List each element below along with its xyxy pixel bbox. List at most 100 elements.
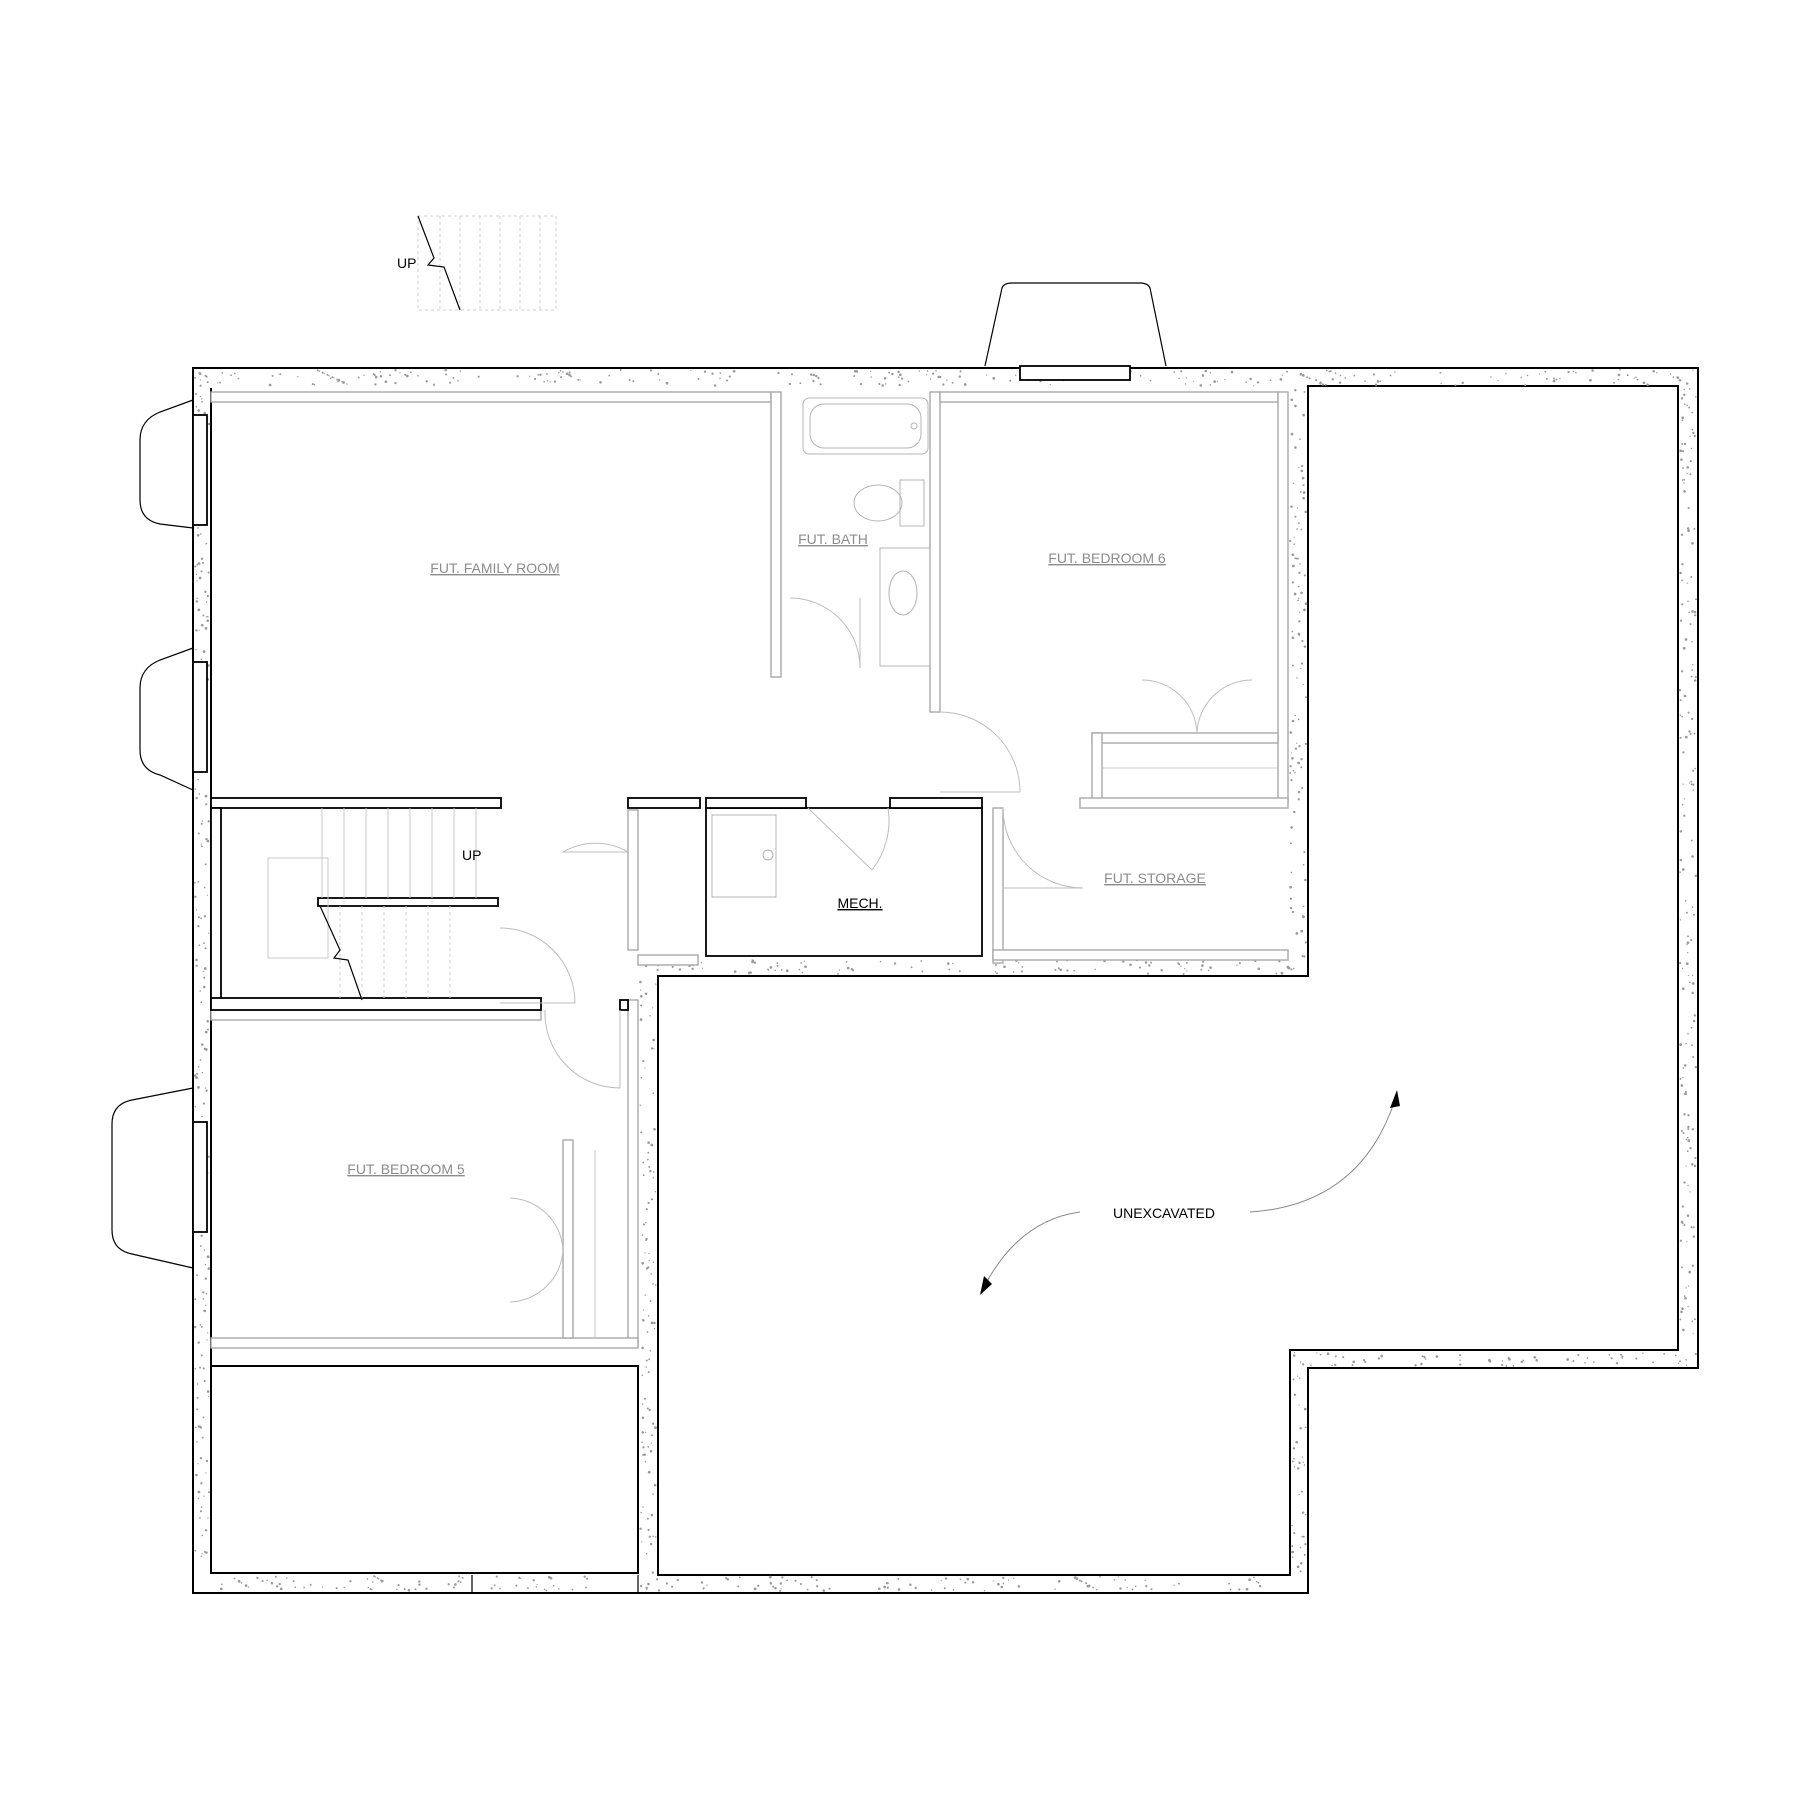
concrete-dot <box>639 1104 642 1106</box>
concrete-dot <box>1297 718 1300 721</box>
concrete-dot <box>647 1446 650 1448</box>
concrete-dot <box>645 1208 648 1211</box>
concrete-dot <box>1290 968 1293 971</box>
concrete-dot <box>1292 564 1295 568</box>
concrete-dot <box>641 1261 644 1265</box>
concrete-dot <box>1694 676 1697 679</box>
label-bedroom-5: FUT. BEDROOM 5 <box>347 1161 465 1177</box>
bed5-east-wall <box>627 999 639 1346</box>
concrete-dot <box>559 369 562 372</box>
concrete-dot <box>376 1577 379 1580</box>
concrete-dot <box>1681 715 1684 718</box>
concrete-dot <box>642 1174 645 1177</box>
concrete-dot <box>335 1587 338 1590</box>
concrete-dot <box>1575 371 1577 374</box>
closet-door-hall <box>561 842 629 853</box>
concrete-dot <box>1682 1076 1684 1079</box>
concrete-dot <box>1209 966 1212 969</box>
concrete-dot <box>810 1576 813 1579</box>
concrete-dot <box>648 1408 651 1412</box>
concrete-dot <box>650 1047 654 1050</box>
concrete-dot <box>1298 571 1301 574</box>
concrete-dot <box>1229 1588 1232 1591</box>
concrete-dot <box>1095 1588 1098 1591</box>
concrete-dot <box>910 966 913 969</box>
concrete-dot <box>926 370 929 372</box>
concrete-dot <box>1178 377 1180 380</box>
concrete-dot <box>1160 968 1163 972</box>
concrete-dot <box>816 1585 819 1588</box>
concrete-dot <box>897 370 900 374</box>
concrete-dot <box>201 400 203 403</box>
concrete-dot <box>346 383 348 385</box>
concrete-dot <box>1297 585 1300 588</box>
concrete-dot <box>1680 397 1684 400</box>
concrete-dot <box>1552 379 1556 383</box>
concrete-dot <box>515 1584 518 1587</box>
concrete-dot <box>1520 376 1522 379</box>
concrete-dot <box>198 944 201 946</box>
concrete-dot <box>318 370 321 372</box>
concrete-dot <box>828 1587 831 1590</box>
concrete-dot <box>1146 972 1150 975</box>
concrete-dot <box>1459 1354 1462 1357</box>
concrete-dot <box>1689 473 1692 476</box>
concrete-dot <box>1690 717 1694 721</box>
concrete-dot <box>201 1043 204 1046</box>
concrete-dot <box>1681 450 1685 453</box>
concrete-dot <box>647 1371 650 1374</box>
concrete-dot <box>1352 1360 1356 1364</box>
concrete-dot <box>1687 1184 1689 1187</box>
concrete-dot <box>659 379 661 381</box>
bathtub <box>802 397 929 455</box>
concrete-dot <box>1306 376 1309 379</box>
concrete-dot <box>373 1575 376 1578</box>
foundation-wall <box>192 367 1699 1594</box>
concrete-dot <box>1679 961 1682 965</box>
foundation-inner-west <box>210 388 639 1574</box>
concrete-dot <box>719 372 722 374</box>
concrete-dot <box>200 658 203 661</box>
concrete-dot <box>203 1495 205 1497</box>
concrete-dot <box>292 1580 295 1583</box>
concrete-dot <box>321 1586 324 1588</box>
concrete-dot <box>706 1584 708 1586</box>
concrete-dot <box>200 843 202 845</box>
concrete-dot <box>1688 406 1691 409</box>
concrete-dot <box>1691 541 1694 545</box>
main-stair[interactable]: UP <box>267 808 481 1001</box>
concrete-dot <box>1299 372 1303 376</box>
concrete-dot <box>1131 1588 1134 1591</box>
exterior-stair[interactable]: UP <box>397 215 557 311</box>
concrete-dot <box>822 1589 826 1592</box>
concrete-dot <box>1056 960 1058 963</box>
concrete-dot <box>568 373 571 377</box>
concrete-dot <box>202 1367 205 1370</box>
concrete-dot <box>1689 1191 1691 1193</box>
concrete-dot <box>294 1586 297 1588</box>
concrete-dot <box>1230 370 1234 374</box>
concrete-dot <box>1682 783 1684 785</box>
concrete-dot <box>1679 1318 1682 1321</box>
concrete-dot <box>201 820 204 822</box>
concrete-dot <box>645 1552 648 1555</box>
exterior-stair-up-label: UP <box>397 255 416 271</box>
concrete-dot <box>399 372 401 374</box>
concrete-dot <box>1293 536 1295 538</box>
concrete-dot <box>309 1583 312 1586</box>
concrete-dot <box>1316 1352 1318 1354</box>
concrete-dot <box>1059 968 1063 972</box>
concrete-dot <box>1459 1359 1461 1361</box>
concrete-dot <box>196 597 198 599</box>
concrete-dot <box>1291 1524 1293 1527</box>
concrete-dot <box>1688 388 1691 390</box>
concrete-dot <box>1302 1461 1304 1463</box>
concrete-dot <box>1328 370 1331 373</box>
concrete-dot <box>201 1436 204 1439</box>
concrete-dot <box>1686 472 1688 475</box>
concrete-dot <box>546 373 548 375</box>
concrete-dot <box>1092 1586 1095 1589</box>
concrete-dot <box>640 1004 643 1007</box>
concrete-dot <box>1663 1352 1666 1355</box>
concrete-dot <box>1236 964 1238 966</box>
